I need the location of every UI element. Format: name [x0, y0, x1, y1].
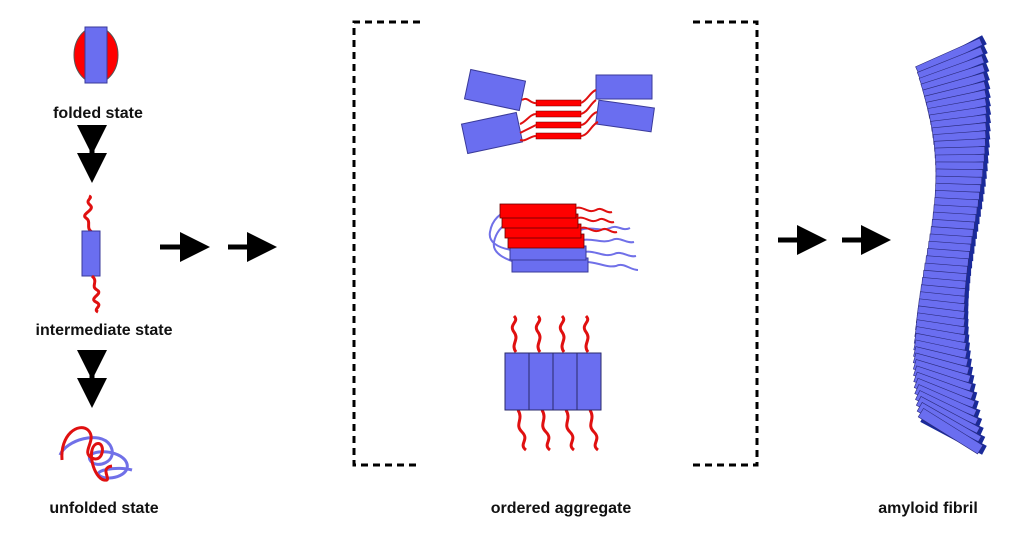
label-ordered-aggregate: ordered aggregate: [491, 500, 632, 517]
label-unfolded-state: unfolded state: [49, 500, 158, 517]
fibril-slab: [917, 407, 984, 455]
folded-state-protein: [73, 26, 119, 84]
aggregate-stacked-sheets: [488, 203, 639, 273]
bracket-left: [352, 20, 420, 467]
aggregate-domain-swap: [460, 68, 655, 155]
aggregate-helix-bundle: [504, 314, 602, 452]
label-amyloid-fibril: amyloid fibril: [878, 500, 978, 517]
bracket-right: [693, 20, 759, 467]
intermediate-state-protein: [81, 194, 101, 314]
label-folded-state: folded state: [53, 105, 143, 122]
unfolded-state-protein: [58, 426, 133, 482]
label-intermediate-state: intermediate state: [36, 322, 173, 339]
amyloid-fibril-graphic: [912, 35, 992, 455]
